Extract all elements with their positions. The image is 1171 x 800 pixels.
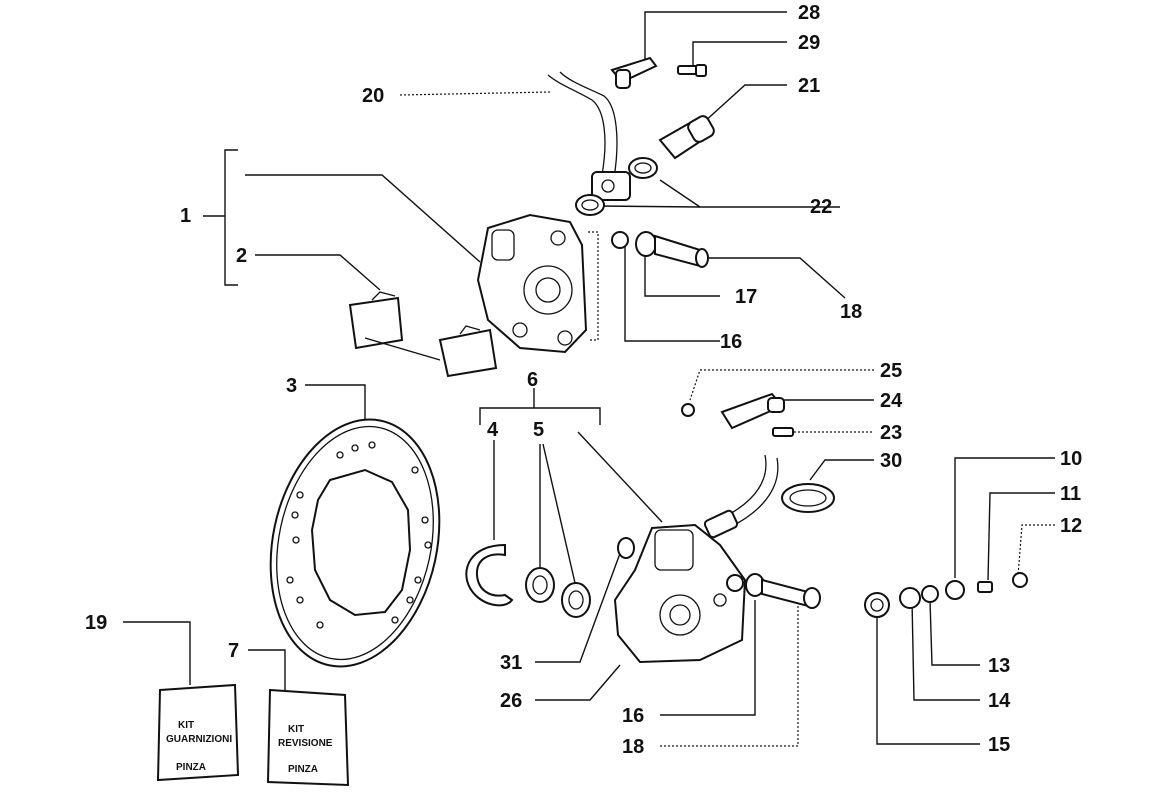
label-4: 4: [487, 419, 499, 441]
hose-clamp: [781, 483, 835, 513]
label-18-top: 18: [840, 301, 862, 323]
label-1: 1: [180, 205, 191, 227]
label-18-bottom: 18: [622, 736, 644, 758]
banjo-bolt-21: [658, 115, 715, 160]
kit-19-line2: GUARNIZIONI: [166, 734, 232, 745]
label-31: 31: [500, 652, 522, 674]
piston-seals: [525, 567, 591, 618]
label-12: 12: [1060, 515, 1082, 537]
kit-bag-19: KIT GUARNIZIONI PINZA: [156, 683, 240, 782]
label-30: 30: [880, 450, 902, 472]
bolt-set-top: [611, 231, 709, 268]
label-6: 6: [527, 369, 538, 391]
screw-29: [677, 64, 707, 77]
label-19: 19: [85, 612, 107, 634]
bolt-set-bottom: [726, 573, 821, 609]
retaining-clip: [465, 543, 514, 607]
label-28: 28: [798, 2, 820, 24]
ring-31: [617, 537, 635, 559]
bracket-28: [610, 56, 658, 89]
kit-7-line2: REVISIONE: [278, 738, 333, 749]
label-3: 3: [286, 375, 297, 397]
label-2: 2: [236, 245, 247, 267]
label-17: 17: [735, 286, 757, 308]
kit-7-line3: PINZA: [288, 764, 318, 775]
label-13: 13: [988, 655, 1010, 677]
label-14: 14: [988, 690, 1011, 712]
label-11: 11: [1060, 483, 1081, 505]
label-26: 26: [500, 690, 522, 712]
kit-bag-7: KIT REVISIONE PINZA: [266, 688, 350, 787]
callout-labels: 28 29 20 21 1 2 22 17 18 16 3 6 25 24 4 …: [85, 2, 1082, 758]
label-21: 21: [798, 75, 820, 97]
brake-disc: [269, 418, 441, 668]
label-29: 29: [798, 32, 820, 54]
label-25: 25: [880, 360, 902, 382]
label-5: 5: [533, 419, 544, 441]
label-20: 20: [362, 85, 384, 107]
kit-19-line1: KIT: [178, 720, 194, 731]
kit-19-line3: PINZA: [176, 762, 206, 773]
label-7: 7: [228, 640, 239, 662]
label-16-bottom: 16: [622, 705, 644, 727]
label-15: 15: [988, 734, 1010, 756]
bleeder-set: [864, 572, 1028, 618]
label-16-top: 16: [720, 331, 742, 353]
caliper-bottom: [613, 523, 747, 664]
washers-22: [575, 157, 658, 216]
label-10: 10: [1060, 448, 1082, 470]
brake-hose-bottom: [703, 454, 779, 539]
bracket-set-23-25: [681, 392, 794, 437]
kit-7-line1: KIT: [288, 724, 304, 735]
leader-lines: [123, 11, 1055, 747]
label-24: 24: [880, 390, 903, 412]
caliper-top: [476, 213, 588, 354]
brake-pads: [348, 291, 498, 378]
label-23: 23: [880, 422, 902, 444]
label-22: 22: [810, 196, 832, 218]
brake-hose-top: [547, 71, 631, 201]
